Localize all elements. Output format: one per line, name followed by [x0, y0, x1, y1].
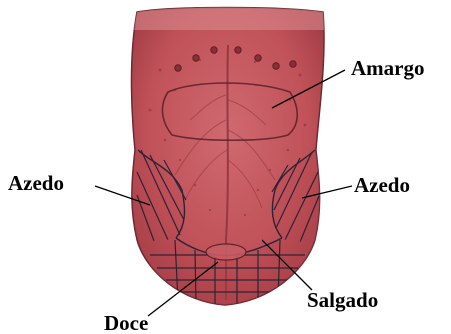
sweet-zone	[206, 244, 246, 260]
label-azedo-right: Azedo	[354, 173, 410, 197]
label-salgado: Salgado	[307, 288, 378, 312]
label-doce: Doce	[104, 311, 148, 334]
label-azedo-left: Azedo	[8, 171, 64, 195]
label-amargo: Amargo	[351, 56, 424, 80]
